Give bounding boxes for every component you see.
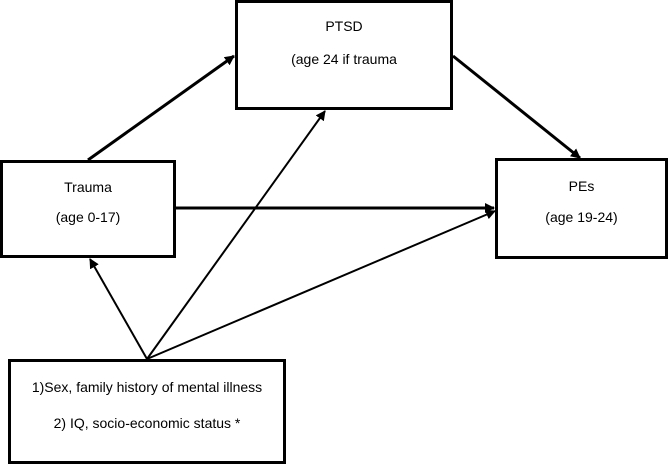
node-confounders-line2: 2) IQ, socio-economic status *	[53, 415, 241, 431]
node-trauma: Trauma (age 0-17)	[0, 160, 176, 258]
node-trauma-title: Trauma	[64, 179, 112, 195]
arrow-confounders-to-pes	[146, 209, 496, 360]
arrow-ptsd-to-pes	[452, 54, 581, 160]
node-confounders: 1)Sex, family history of mental illness …	[8, 359, 286, 464]
node-ptsd-subtitle: (age 24 if trauma	[291, 51, 397, 67]
node-confounders-line1: 1)Sex, family history of mental illness	[31, 379, 263, 395]
node-pes-subtitle: (age 19-24)	[545, 209, 618, 225]
node-trauma-subtitle: (age 0-17)	[55, 209, 121, 225]
node-ptsd: PTSD (age 24 if trauma	[235, 0, 453, 110]
arrow-confounders-to-trauma	[89, 258, 148, 360]
node-ptsd-title: PTSD	[325, 18, 363, 34]
arrow-confounders-to-ptsd	[146, 110, 326, 360]
node-pes-title: PEs	[568, 178, 595, 194]
node-pes: PEs (age 19-24)	[495, 158, 668, 259]
arrow-trauma-to-ptsd	[87, 54, 235, 162]
